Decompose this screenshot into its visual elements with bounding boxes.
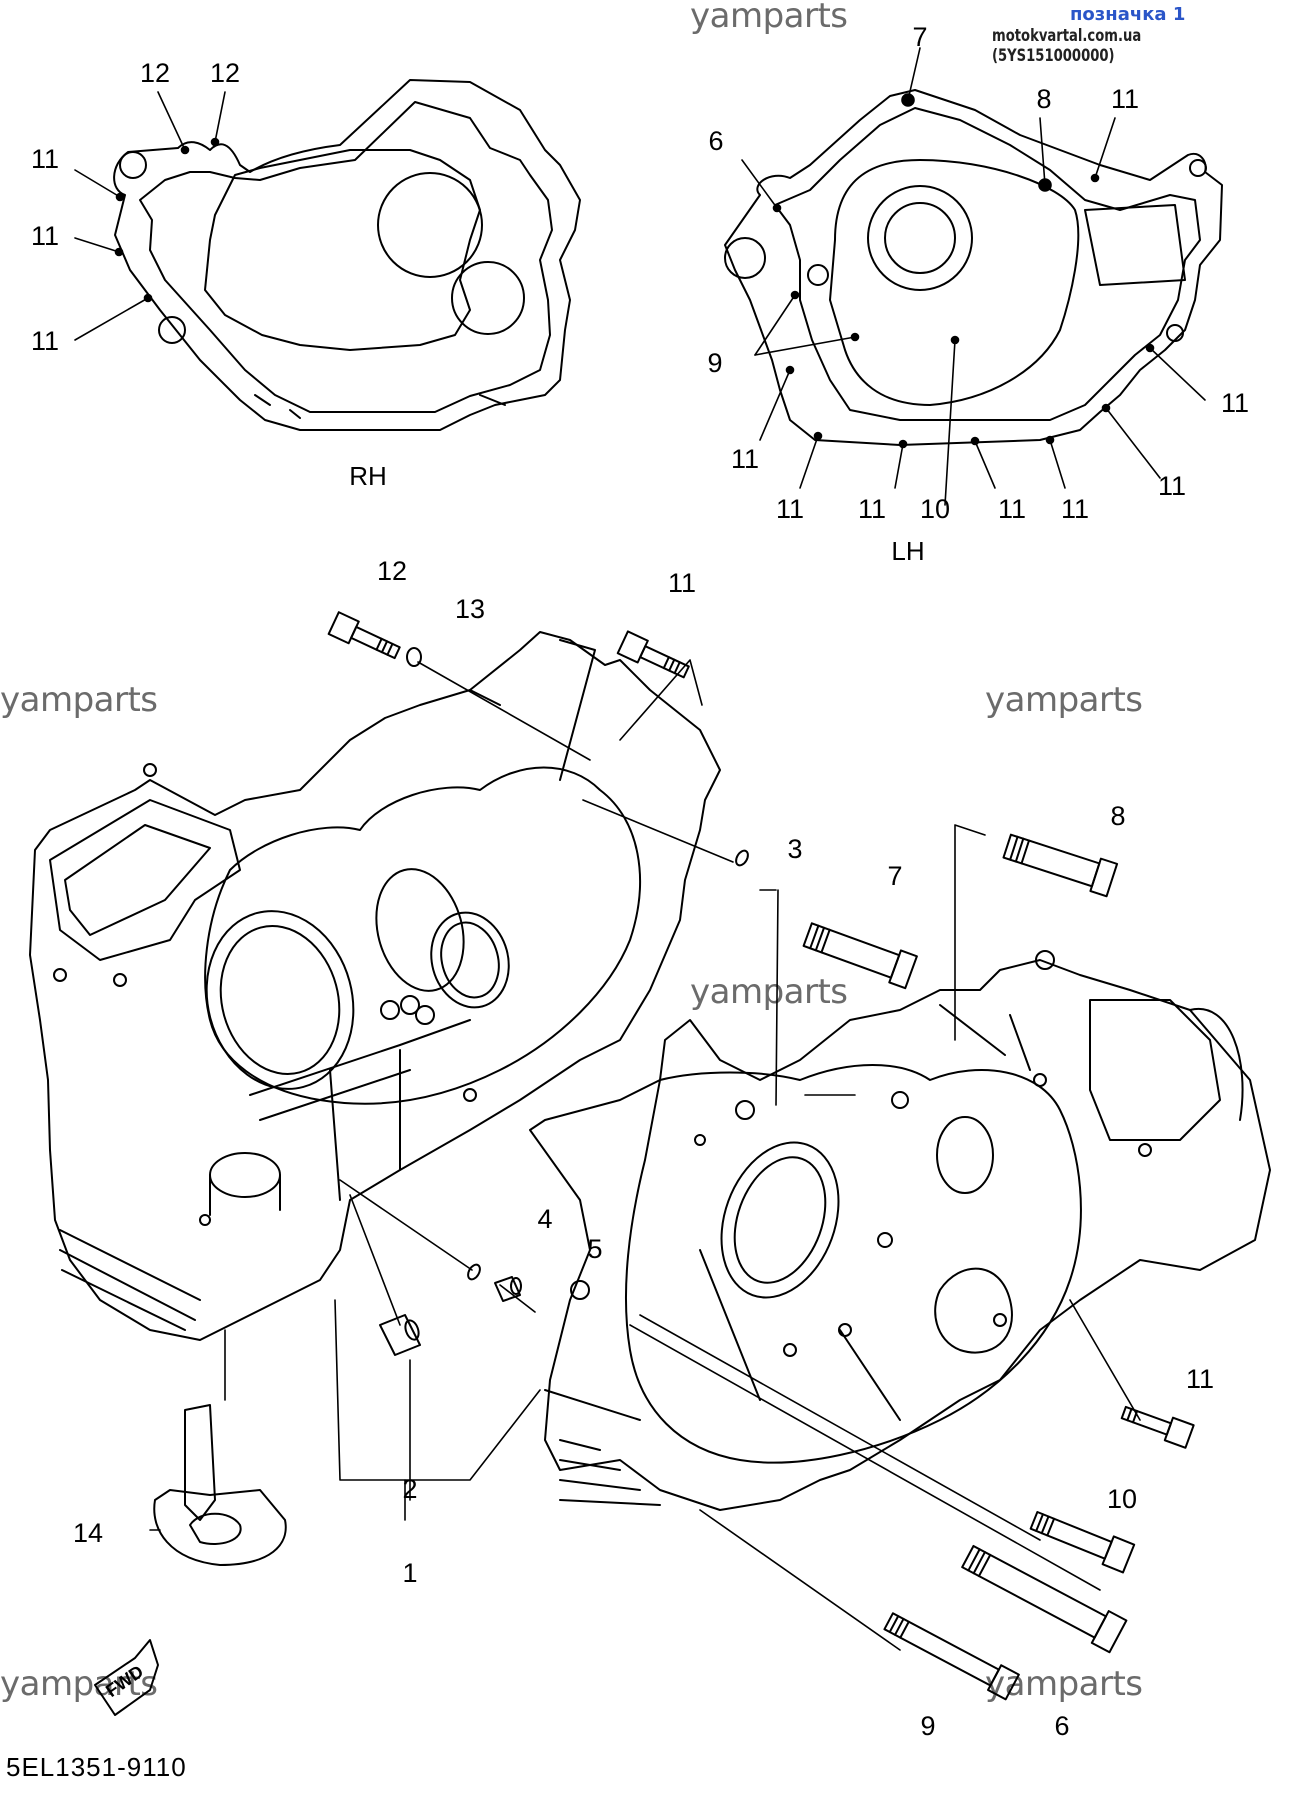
- callout: 11: [1061, 494, 1089, 524]
- oring-4: [467, 1263, 481, 1281]
- callout: 11: [1158, 471, 1186, 501]
- callout: 11: [998, 494, 1026, 524]
- callout: 11: [731, 444, 759, 474]
- callout: 11: [668, 568, 696, 598]
- source-site: motokvartal.com.ua (5YS151000000): [992, 26, 1142, 66]
- callout: 11: [1111, 84, 1139, 114]
- fwd-arrow-icon: [94, 1639, 159, 1716]
- callout: 12: [377, 556, 407, 586]
- callout: 13: [455, 594, 485, 624]
- callout: 9: [707, 348, 722, 378]
- callout: 1: [402, 1558, 417, 1588]
- bolt-11-top: [616, 630, 690, 679]
- lh-cover-gasket: [724, 89, 1223, 446]
- callout: 11: [776, 494, 804, 524]
- watermark: yamparts: [0, 1664, 158, 1704]
- cover-label-lh: LH: [891, 536, 924, 566]
- bolt-6: [961, 1544, 1128, 1654]
- watermark: yamparts: [0, 680, 158, 720]
- bolt-10: [1029, 1510, 1136, 1574]
- watermark: yamparts: [690, 972, 848, 1012]
- callout: 11: [31, 326, 59, 356]
- callout: 11: [1221, 388, 1249, 418]
- callout: 10: [1107, 1484, 1137, 1514]
- watermark: yamparts: [985, 680, 1143, 720]
- callout: 4: [537, 1204, 552, 1234]
- bolt-12: [327, 611, 401, 660]
- callout: 2: [402, 1474, 417, 1504]
- callout: 6: [1054, 1711, 1069, 1741]
- callout: 3: [787, 834, 802, 864]
- watermark: yamparts: [690, 0, 848, 36]
- callout: 8: [1036, 84, 1051, 114]
- callout: 7: [912, 22, 927, 52]
- dowel-5: [494, 1276, 522, 1302]
- callout: 9: [920, 1711, 935, 1741]
- callout: 11: [31, 221, 59, 251]
- callout: 6: [708, 126, 723, 156]
- dowel-2: [379, 1314, 421, 1356]
- bolt-7: [802, 922, 918, 990]
- rh-cover-gasket: [113, 79, 581, 431]
- bolt-8: [1002, 833, 1119, 898]
- fwd-label: FWD: [102, 1661, 147, 1701]
- right-crankcase-half: [29, 631, 721, 1341]
- cover-label-rh: RH: [349, 461, 387, 491]
- callout: 10: [920, 494, 950, 524]
- callout: 12: [140, 58, 170, 88]
- callout: 11: [858, 494, 886, 524]
- bolt-9: [883, 1612, 1020, 1701]
- diagram-code: 5EL1351-9110: [6, 1752, 187, 1782]
- callout: 14: [73, 1518, 103, 1548]
- callout: 12: [210, 58, 240, 88]
- strainer-14: [153, 1404, 287, 1566]
- callout: 11: [31, 144, 59, 174]
- callout: 7: [887, 861, 902, 891]
- left-crankcase-half: [529, 950, 1271, 1511]
- callout: 8: [1110, 801, 1125, 831]
- callout: 11: [1186, 1364, 1214, 1394]
- oring-3: [735, 849, 749, 867]
- callout: 5: [587, 1234, 602, 1264]
- bolt-11-right: [1120, 1405, 1195, 1449]
- washer-13: [406, 647, 422, 667]
- page-label: позначка 1: [1070, 4, 1186, 25]
